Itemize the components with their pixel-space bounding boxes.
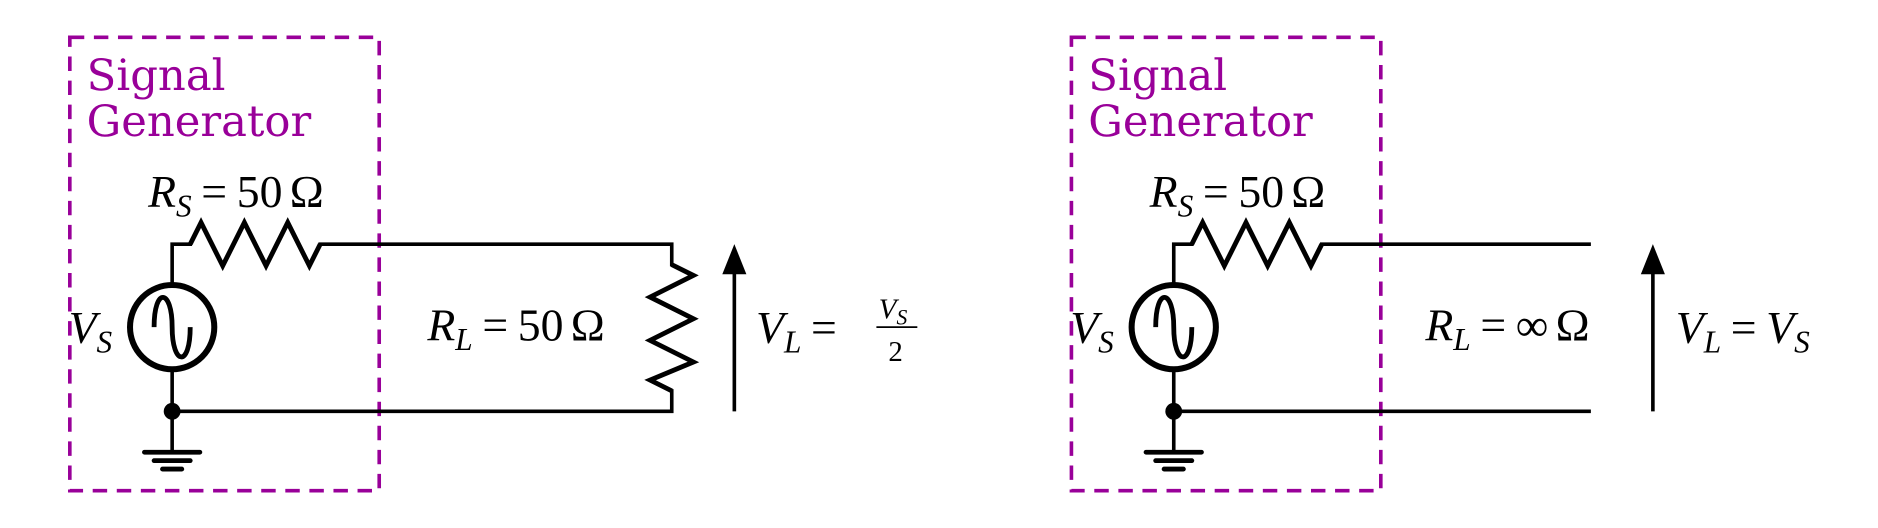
wire (170, 242, 193, 286)
load-resistor-rl (644, 262, 700, 394)
box-label-signal: Signal (87, 51, 226, 101)
junction-dot (163, 402, 181, 420)
arrow-head-icon (1640, 244, 1665, 275)
wire-top (318, 242, 674, 267)
signal-generator-box (68, 35, 382, 493)
signal-generator-box (1069, 35, 1383, 493)
source-resistor-rs (188, 217, 323, 272)
ground-icon (144, 452, 199, 469)
wire (1171, 242, 1194, 286)
arrow-head-icon (722, 244, 747, 275)
source-resistor-rs (1189, 217, 1324, 272)
box-label-generator: Generator (1088, 97, 1313, 147)
vl-label: VL= (756, 302, 837, 360)
vl-fraction-denominator: 2 (888, 336, 902, 368)
junction-dot (1165, 402, 1183, 420)
vs-label: VS (69, 302, 113, 360)
rl-label: RL=∞Ω (1424, 299, 1589, 357)
sine-wave-icon (151, 294, 193, 360)
sine-wave-icon (1153, 294, 1195, 360)
box-label-generator: Generator (87, 97, 312, 147)
box-label-signal: Signal (1088, 51, 1227, 101)
vl-label: VL=VS (1676, 302, 1810, 360)
vs-label: VS (1070, 302, 1114, 360)
vl-fraction-numerator: VS (879, 294, 908, 330)
ground-icon (1146, 452, 1201, 469)
wire-bottom (170, 389, 674, 414)
